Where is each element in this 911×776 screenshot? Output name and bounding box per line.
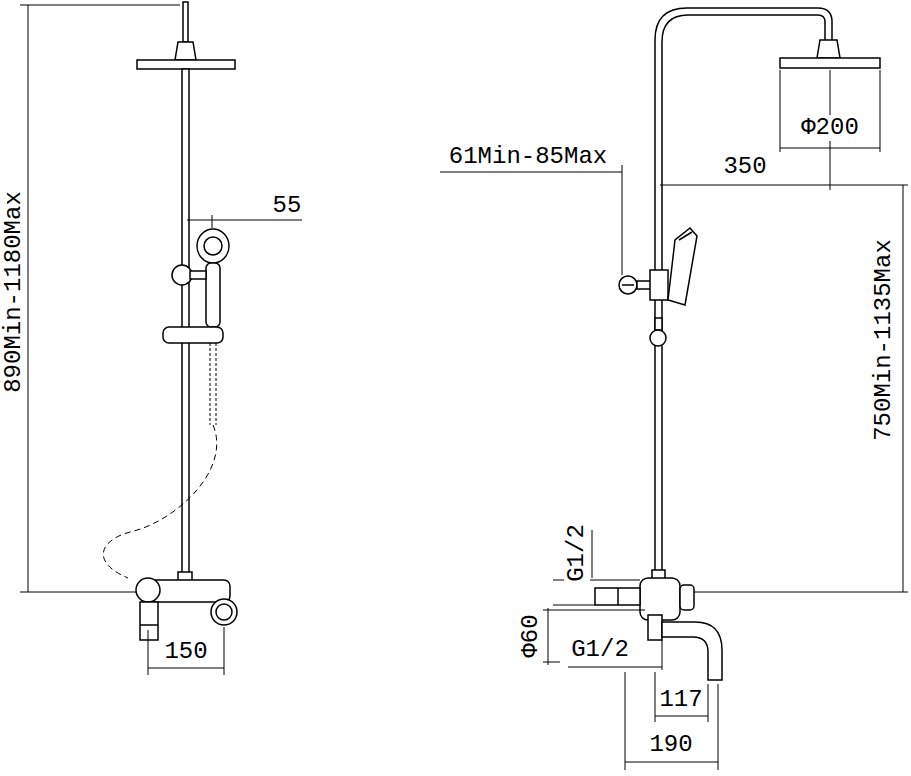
dimension-label: G1/2 bbox=[564, 522, 590, 584]
dimension-label: 117 bbox=[657, 687, 704, 713]
dimension-label: Φ60 bbox=[518, 612, 544, 659]
side-view bbox=[440, 8, 908, 770]
dimension-label: G1/2 bbox=[569, 637, 631, 663]
dimension-label: 750Min-1135Max bbox=[871, 237, 897, 443]
dimension-label: Φ200 bbox=[799, 115, 861, 141]
dimension-label: 350 bbox=[721, 154, 768, 180]
front-view bbox=[20, 2, 302, 675]
dimension-label: 190 bbox=[647, 732, 694, 758]
dimension-label: 150 bbox=[162, 639, 209, 665]
dimension-label: 55 bbox=[271, 193, 304, 219]
dimension-label: 890Min-1180Max bbox=[1, 189, 27, 395]
dimension-label: 61Min-85Max bbox=[447, 144, 609, 170]
